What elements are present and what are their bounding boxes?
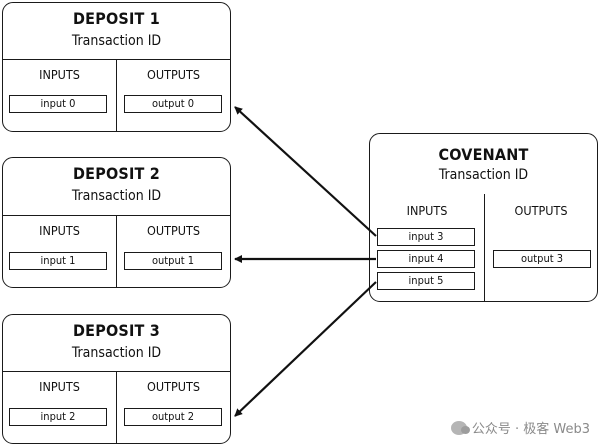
covenant-title: COVENANT (438, 145, 529, 164)
deposit-1-divider (3, 59, 230, 60)
deposit-1-inputs-header: INPUTS (39, 67, 80, 82)
deposit-2-title: DEPOSIT 2 (73, 164, 160, 183)
covenant-transaction-id: Transaction ID (438, 167, 529, 183)
deposit-1-transaction: DEPOSIT 1 Transaction ID INPUTS OUTPUTS … (2, 2, 231, 132)
deposit-3-title: DEPOSIT 3 (73, 321, 160, 340)
deposit-3-input-2: input 2 (9, 408, 107, 426)
deposit-1-input-0: input 0 (9, 95, 107, 113)
deposit-2-inputs-header: INPUTS (39, 223, 80, 238)
deposit-1-title: DEPOSIT 1 (73, 9, 160, 28)
covenant-column-divider (484, 194, 485, 301)
deposit-1-transaction-id: Transaction ID (71, 33, 162, 49)
deposit-2-transaction-id: Transaction ID (71, 188, 162, 204)
deposit-3-divider (3, 371, 230, 372)
covenant-input-3: input 3 (377, 228, 475, 246)
covenant-outputs-header: OUTPUTS (514, 203, 568, 218)
covenant-output-3: output 3 (493, 250, 591, 268)
covenant-input-5: input 5 (377, 272, 475, 290)
deposit-1-column-divider (116, 60, 117, 131)
arrow-input-3-to-output-0 (234, 106, 377, 237)
deposit-2-output-1: output 1 (124, 252, 222, 270)
deposit-2-column-divider (116, 216, 117, 287)
deposit-3-transaction-id: Transaction ID (71, 345, 162, 361)
covenant-transaction: COVENANT Transaction ID INPUTS OUTPUTS i… (369, 133, 598, 302)
deposit-2-input-1: input 1 (9, 252, 107, 270)
deposit-2-divider (3, 215, 230, 216)
watermark-text: 公众号 · 极客 Web3 (471, 422, 590, 437)
deposit-2-transaction: DEPOSIT 2 Transaction ID INPUTS OUTPUTS … (2, 157, 231, 288)
arrow-input-5-to-output-2 (234, 281, 377, 417)
deposit-1-outputs-header: OUTPUTS (147, 67, 200, 82)
deposit-3-output-2: output 2 (124, 408, 222, 426)
covenant-inputs-header: INPUTS (406, 203, 448, 218)
covenant-input-4: input 4 (377, 250, 475, 268)
deposit-3-inputs-header: INPUTS (39, 379, 80, 394)
deposit-2-outputs-header: OUTPUTS (147, 223, 200, 238)
wechat-icon (450, 420, 470, 435)
deposit-1-output-0: output 0 (124, 95, 222, 113)
deposit-3-outputs-header: OUTPUTS (147, 379, 200, 394)
deposit-3-transaction: DEPOSIT 3 Transaction ID INPUTS OUTPUTS … (2, 314, 231, 444)
watermark: 公众号 · 极客 Web3 (450, 418, 590, 437)
deposit-3-column-divider (116, 372, 117, 443)
